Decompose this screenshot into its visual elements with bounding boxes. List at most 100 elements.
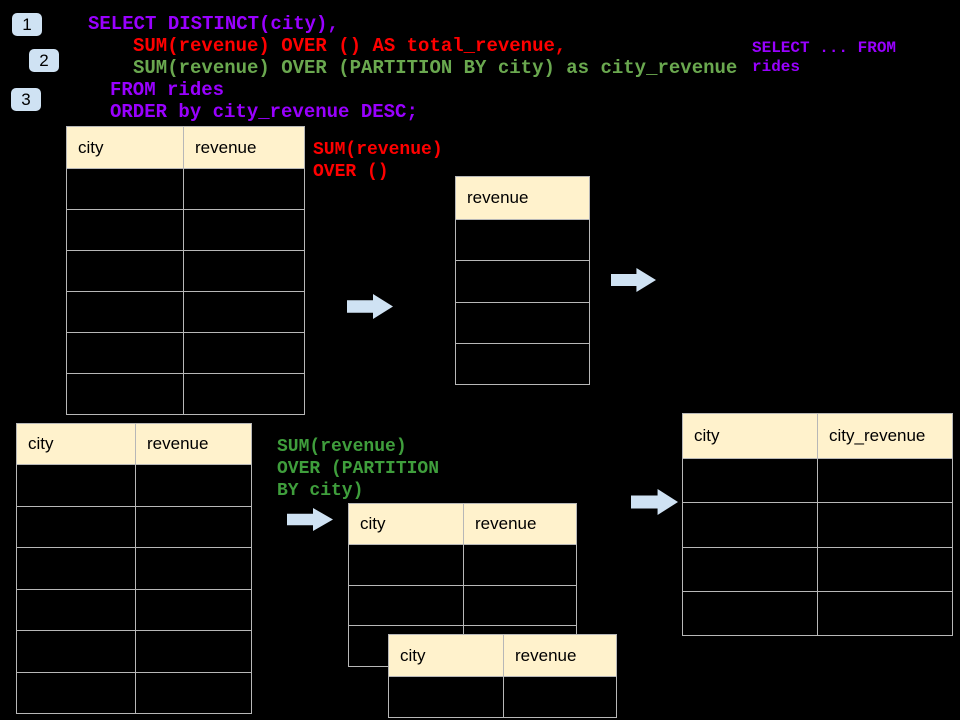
empty-cell — [67, 169, 184, 209]
empty-cell — [136, 673, 251, 714]
table-row — [456, 344, 589, 384]
empty-cell — [818, 548, 952, 591]
column-header: city — [683, 414, 818, 458]
table-row — [67, 292, 304, 333]
annotation-partition-line-1: SUM(revenue) — [277, 437, 407, 457]
empty-cell — [683, 503, 818, 547]
step-badge-2: 2 — [29, 49, 59, 72]
empty-cell — [184, 292, 304, 332]
column-header: city_revenue — [818, 414, 952, 458]
column-header: revenue — [456, 177, 589, 219]
table-row — [456, 220, 589, 262]
empty-cell — [456, 303, 589, 343]
table-row — [683, 547, 952, 592]
step-badge-3: 3 — [11, 88, 41, 111]
empty-cell — [67, 210, 184, 250]
table-header-row: revenue — [456, 177, 589, 220]
empty-cell — [67, 292, 184, 332]
total-revenue-result-table: revenue — [455, 176, 590, 385]
empty-cell — [683, 459, 818, 503]
table-row — [456, 261, 589, 303]
empty-cell — [67, 333, 184, 373]
table-row — [17, 465, 251, 507]
table-row — [67, 333, 304, 374]
empty-cell — [17, 631, 136, 672]
empty-cell — [389, 677, 504, 717]
right-arrow-icon-2 — [611, 268, 656, 292]
sql-line-sum-over: SUM(revenue) OVER () AS total_revenue, — [133, 35, 567, 57]
empty-cell — [17, 672, 136, 713]
empty-cell — [136, 590, 251, 631]
right-arrow-icon-1 — [347, 294, 393, 319]
annotation-total-line-1: SUM(revenue) — [313, 140, 443, 160]
table-row — [17, 672, 251, 714]
table-row — [67, 210, 304, 251]
table-row — [683, 503, 952, 548]
column-header: revenue — [504, 635, 616, 676]
table-row — [683, 459, 952, 504]
column-header: revenue — [464, 504, 576, 544]
column-header: city — [67, 127, 184, 168]
empty-cell — [67, 251, 184, 291]
empty-cell — [136, 507, 251, 548]
table-row — [67, 169, 304, 210]
table-row — [456, 303, 589, 344]
empty-cell — [184, 374, 304, 414]
empty-cell — [17, 465, 136, 506]
empty-cell — [456, 220, 589, 260]
empty-cell — [456, 261, 589, 301]
sql-line-sum-partition: SUM(revenue) OVER (PARTITION BY city) as… — [133, 57, 738, 79]
side-note-line-1: SELECT ... FROM — [752, 39, 897, 57]
empty-cell — [17, 506, 136, 547]
empty-cell — [184, 251, 304, 291]
side-note-line-2: rides — [752, 58, 801, 76]
table-row — [389, 677, 616, 717]
right-arrow-icon-4 — [631, 489, 678, 515]
empty-cell — [818, 459, 952, 502]
empty-cell — [464, 586, 576, 626]
table-row — [17, 506, 251, 548]
table-row — [683, 591, 952, 635]
table-row — [67, 374, 304, 414]
empty-cell — [136, 631, 251, 672]
empty-cell — [456, 344, 589, 384]
table-row — [67, 251, 304, 292]
step-badge-1: 1 — [12, 13, 42, 36]
column-header: city — [17, 424, 136, 464]
empty-cell — [136, 465, 251, 506]
empty-cell — [136, 548, 251, 589]
empty-cell — [17, 548, 136, 589]
empty-cell — [349, 545, 464, 585]
column-header: revenue — [184, 127, 304, 168]
empty-cell — [349, 585, 464, 626]
column-header: revenue — [136, 424, 251, 464]
table-row — [349, 545, 576, 586]
empty-cell — [818, 503, 952, 546]
right-arrow-icon-3 — [287, 508, 333, 531]
annotation-partition-line-3: BY city) — [277, 481, 364, 501]
sql-line-from: FROM rides — [110, 79, 225, 101]
table-row — [17, 548, 251, 590]
empty-cell — [184, 169, 304, 209]
empty-cell — [184, 333, 304, 373]
empty-cell — [17, 589, 136, 630]
empty-cell — [818, 592, 952, 635]
table-row — [349, 585, 576, 627]
annotation-total-line-2: OVER () — [313, 162, 389, 182]
empty-cell — [464, 545, 576, 585]
empty-cell — [683, 591, 818, 635]
table-row — [17, 631, 251, 673]
empty-cell — [504, 677, 616, 717]
annotation-partition-line-2: OVER (PARTITION — [277, 459, 440, 479]
